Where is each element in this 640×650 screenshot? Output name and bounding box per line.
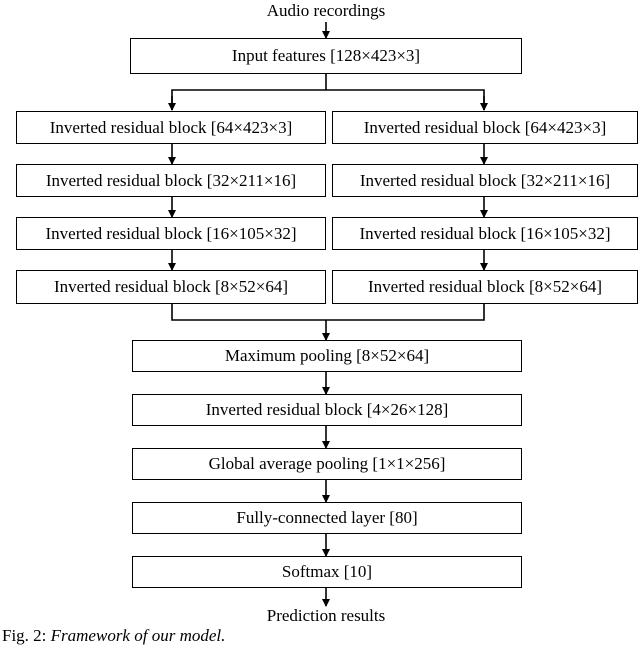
right-block-2: Inverted residual block [32×211×16] [332, 164, 638, 197]
right-block-4: Inverted residual block [8×52×64] [332, 270, 638, 304]
input-features-box: Input features [128×423×3] [130, 38, 522, 74]
global-average-pooling-box: Global average pooling [1×1×256] [132, 448, 522, 480]
caption-prefix: Fig. 2: [2, 626, 51, 645]
split-bar [171, 89, 485, 110]
softmax-box: Softmax [10] [132, 556, 522, 588]
right-block-3: Inverted residual block [16×105×32] [332, 217, 638, 250]
figure-caption: Fig. 2: Framework of our model. [2, 626, 225, 646]
output-label: Prediction results [266, 606, 386, 625]
right-block-1: Inverted residual block [64×423×3] [332, 111, 638, 144]
inverted-residual-trunk-box: Inverted residual block [4×26×128] [132, 394, 522, 426]
fully-connected-box: Fully-connected layer [80] [132, 502, 522, 534]
max-pooling-box: Maximum pooling [8×52×64] [132, 340, 522, 372]
caption-text: Framework of our model. [50, 626, 226, 645]
left-block-4: Inverted residual block [8×52×64] [16, 270, 326, 304]
merge-bar [171, 304, 485, 321]
left-block-3: Inverted residual block [16×105×32] [16, 217, 326, 250]
left-block-2: Inverted residual block [32×211×16] [16, 164, 326, 197]
left-block-1: Inverted residual block [64×423×3] [16, 111, 326, 144]
input-label: Audio recordings [266, 1, 386, 20]
